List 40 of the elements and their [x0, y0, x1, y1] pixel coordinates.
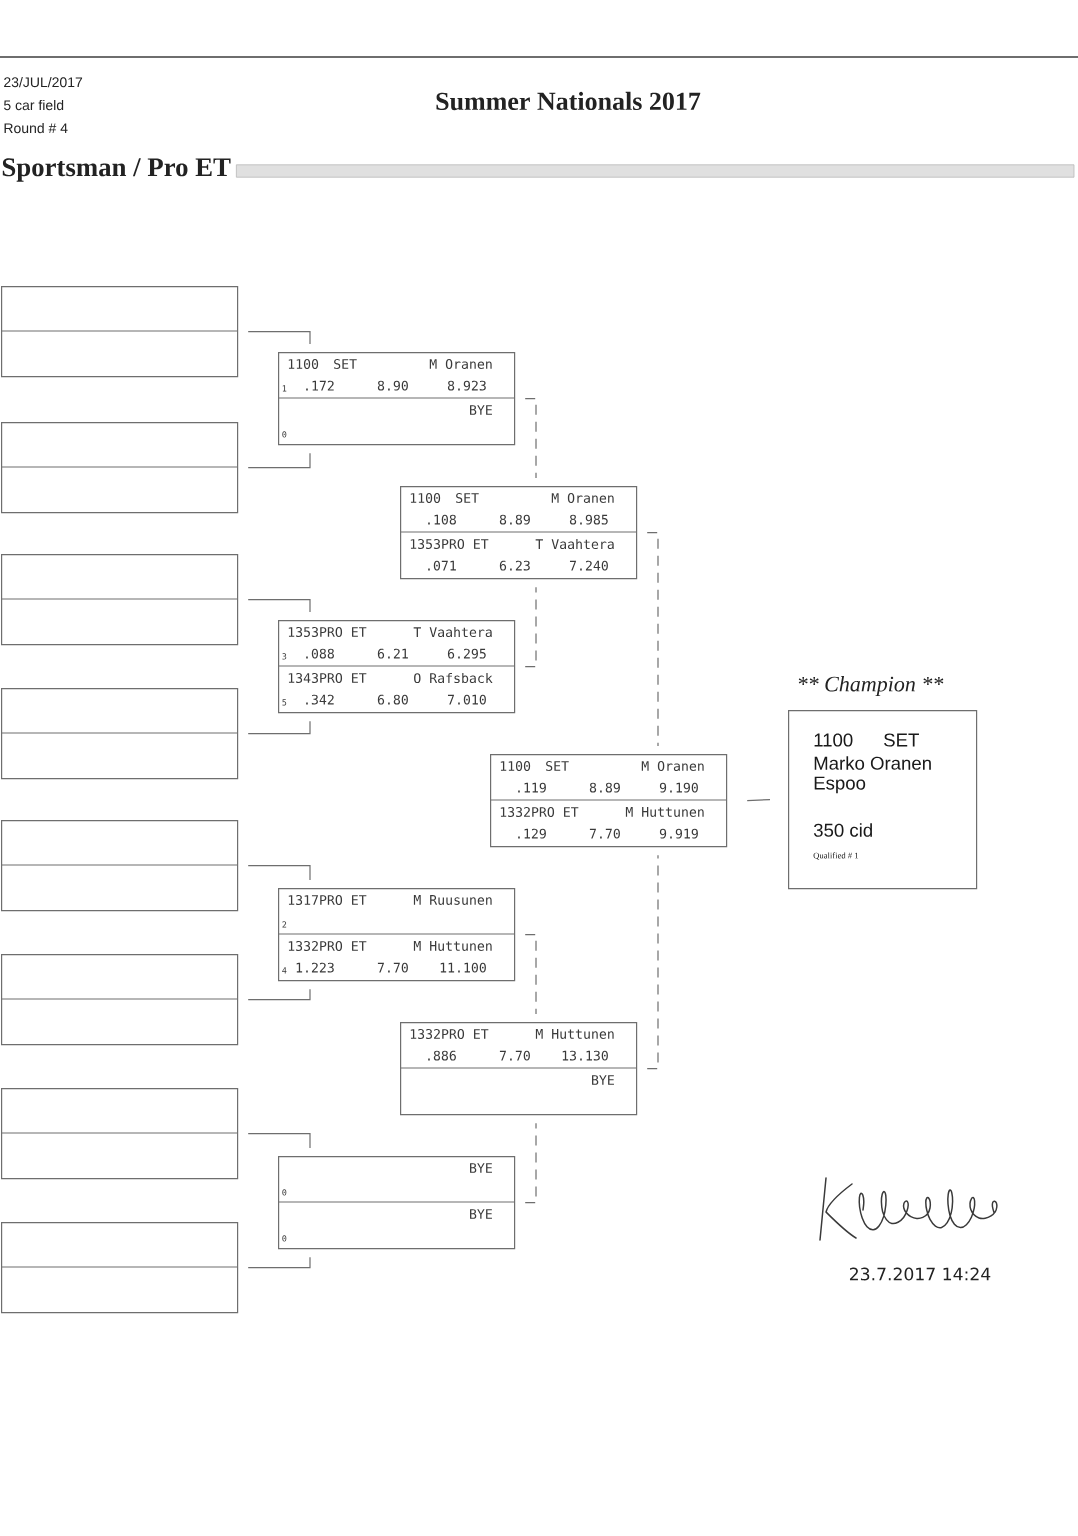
bracket-line	[247, 599, 311, 613]
hometown-text: Espoo	[814, 776, 866, 794]
bracket-line	[524, 1122, 537, 1204]
bracket-line	[646, 854, 659, 1070]
match-box	[277, 620, 516, 714]
empty-slot-box	[0, 286, 239, 378]
bracket-line	[646, 532, 659, 747]
class-heading: Sportsman / Pro ET	[2, 158, 231, 182]
handwritten-date: 23.7.2017 14:24	[849, 1267, 991, 1281]
bracket-line	[746, 799, 771, 802]
bracket-line	[247, 720, 311, 735]
engine-size: 350 cid	[813, 823, 872, 837]
match-box	[399, 1022, 638, 1116]
bracket-line	[524, 586, 537, 668]
champion-box	[788, 676, 978, 890]
empty-slot-box	[0, 422, 239, 514]
match-box	[399, 486, 638, 580]
page-title: Summer Nationals 2017	[436, 91, 701, 111]
empty-slot-box	[0, 820, 239, 912]
class-label: SET	[884, 733, 919, 747]
bracket-line	[247, 865, 311, 881]
empty-slot-box	[0, 688, 239, 780]
bracket-line	[247, 1256, 311, 1269]
bracket-line	[247, 331, 311, 345]
bracket-line	[247, 452, 311, 469]
empty-slot-box	[0, 954, 239, 1046]
car-number: 1100	[814, 733, 853, 747]
match-box	[277, 352, 516, 446]
empty-slot-box	[0, 1088, 239, 1180]
bracket-line	[524, 934, 537, 1015]
champion-heading: ** Champion **	[798, 676, 944, 696]
driver-name: Marko Oranen	[814, 756, 931, 770]
empty-slot-box	[0, 1222, 239, 1314]
match-box	[277, 888, 516, 982]
match-box	[489, 754, 728, 848]
bracket-line	[247, 1133, 311, 1149]
bracket-line	[524, 398, 537, 479]
empty-slot-box	[0, 554, 239, 646]
bracket-line	[247, 988, 311, 1001]
match-box	[277, 1156, 516, 1250]
